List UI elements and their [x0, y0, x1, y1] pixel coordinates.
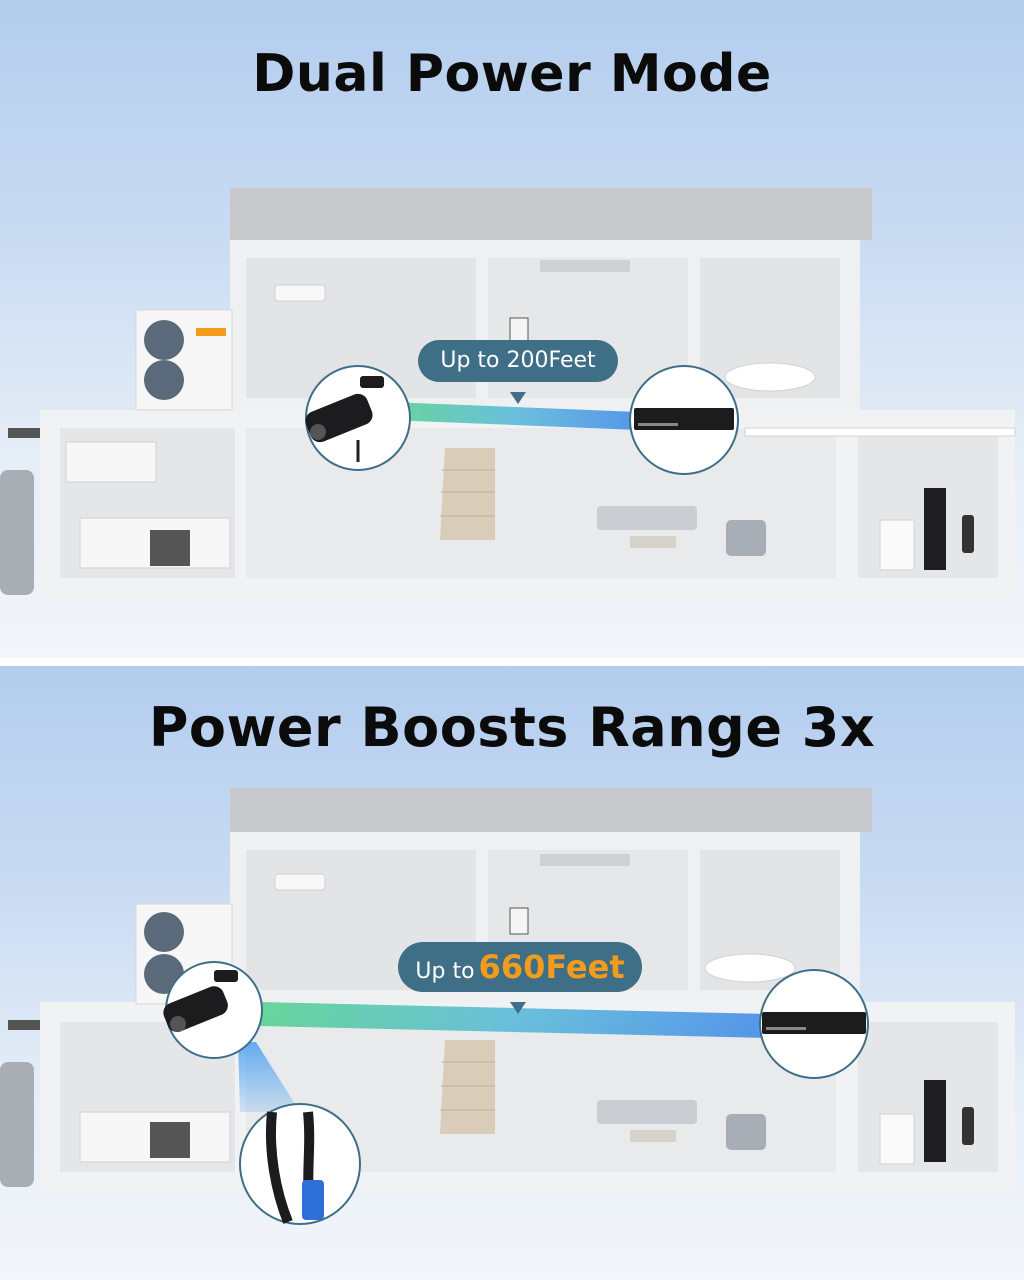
range-bubble-icon — [398, 942, 642, 1014]
panel-divider — [0, 658, 1024, 666]
signal-beam — [388, 402, 640, 430]
security-camera-icon — [305, 365, 411, 471]
range-value: 660Feet — [478, 948, 625, 986]
range-value: 200Feet — [506, 348, 596, 373]
range-label: Up to 200Feet — [418, 340, 618, 382]
poe-cable-icon — [239, 1103, 361, 1225]
range-bubble-icon — [418, 340, 618, 404]
roof — [230, 188, 872, 240]
outdoor-ac-unit — [135, 309, 233, 411]
security-camera-icon — [163, 961, 263, 1059]
range-prefix: Up to — [415, 959, 475, 984]
power-boosts-range-panel: Power Boosts Range 3x — [0, 666, 1024, 1280]
signal-beam — [260, 1002, 770, 1038]
water-heater — [0, 470, 34, 595]
roof — [230, 788, 872, 832]
panel-title: Power Boosts Range 3x — [148, 696, 876, 759]
staircase — [440, 448, 495, 540]
range-prefix: Up to — [440, 348, 500, 373]
house-cutaway-illustration — [0, 188, 1016, 600]
dual-power-mode-panel: Dual Power Mode — [0, 0, 1024, 658]
water-heater — [0, 1062, 34, 1187]
nvr-recorder-icon — [759, 969, 869, 1079]
light-cone — [238, 1042, 300, 1112]
nvr-recorder-icon — [629, 365, 739, 475]
staircase — [440, 1040, 495, 1134]
house-cutaway-illustration — [0, 788, 1015, 1225]
panel-title: Dual Power Mode — [252, 44, 772, 104]
